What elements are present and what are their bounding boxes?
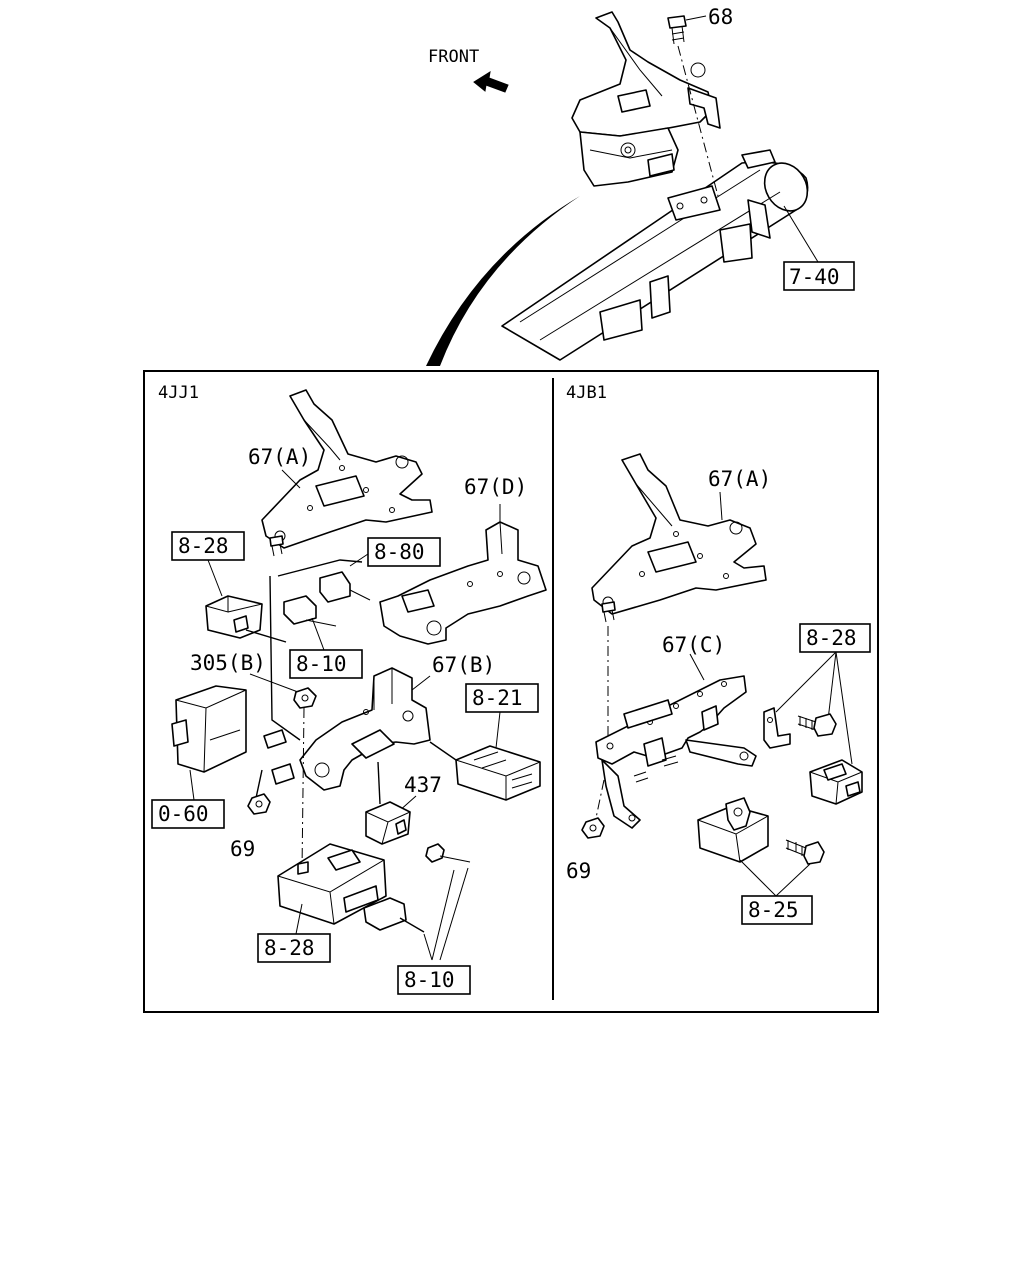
top-ecu-bracket bbox=[571, 11, 721, 187]
front-arrow-icon bbox=[473, 70, 509, 93]
bolt-8-25 bbox=[785, 839, 825, 865]
ref-box-8-80[interactable] bbox=[367, 537, 441, 567]
callout-67a-4jj1: 67(A) bbox=[248, 445, 311, 469]
ref-box-7-40[interactable] bbox=[783, 261, 855, 291]
bolt-8-28-4jb1 bbox=[797, 713, 837, 737]
ref-box-8-28-top[interactable] bbox=[171, 531, 245, 561]
ref-box-0-60[interactable] bbox=[151, 799, 225, 829]
bolt-68 bbox=[667, 15, 719, 197]
bracket-67d bbox=[379, 521, 547, 645]
callout-67d: 67(D) bbox=[464, 475, 527, 499]
callout-69-4jj1: 69 bbox=[230, 837, 255, 861]
connector-8-10-bottom bbox=[363, 897, 425, 933]
callout-69-4jb1: 69 bbox=[566, 859, 591, 883]
ref-8-21: 8-21 bbox=[472, 686, 523, 710]
bolt-under-67a bbox=[269, 535, 284, 557]
detail-panel bbox=[143, 370, 879, 1013]
section-4jj1: 67(A) 67(D) 8-28 8-80 bbox=[151, 389, 547, 995]
detail-leader-curve bbox=[426, 196, 580, 366]
unit-8-25 bbox=[697, 797, 769, 863]
callout-67a-4jb1: 67(A) bbox=[708, 467, 771, 491]
connector-8-21 bbox=[455, 745, 541, 801]
bracket-67a-4jb1 bbox=[591, 453, 767, 615]
ref-8-28-top: 8-28 bbox=[178, 534, 229, 558]
front-label: FRONT bbox=[428, 47, 479, 67]
ref-8-80: 8-80 bbox=[374, 540, 425, 564]
ecu-0-60 bbox=[171, 685, 247, 773]
section-4jb1: 67(A) 67(C) bbox=[566, 453, 871, 925]
callout-67b: 67(B) bbox=[432, 653, 495, 677]
sensor-437 bbox=[365, 801, 411, 845]
ref-7-40: 7-40 bbox=[789, 265, 840, 289]
section-label-4jj1: 4JJ1 bbox=[158, 383, 199, 403]
callout-68: 68 bbox=[708, 5, 733, 29]
relay-8-28-top bbox=[205, 595, 263, 639]
connector-8-80 bbox=[319, 571, 371, 603]
ref-box-8-25[interactable] bbox=[741, 895, 813, 925]
clip-group-4jj1 bbox=[255, 729, 295, 799]
ref-8-28-4jb1: 8-28 bbox=[806, 626, 857, 650]
bracket-67a bbox=[261, 389, 433, 549]
section-label-4jb1: 4JB1 bbox=[566, 383, 607, 403]
ref-8-28-bottom: 8-28 bbox=[264, 936, 315, 960]
crossmember-tube bbox=[501, 149, 809, 361]
ref-box-8-28-4jb1[interactable] bbox=[799, 623, 871, 653]
ref-0-60: 0-60 bbox=[158, 802, 209, 826]
bracket-67b bbox=[299, 667, 431, 791]
bracket-67c bbox=[595, 675, 757, 829]
nut-305b bbox=[293, 687, 317, 871]
top-assembly: FRONT bbox=[426, 5, 855, 366]
bolt-under-67a-4jb1 bbox=[601, 601, 616, 736]
ecu-8-28-bottom bbox=[277, 843, 387, 925]
plug-small bbox=[425, 843, 471, 863]
ref-box-8-21[interactable] bbox=[465, 683, 539, 713]
callout-67c: 67(C) bbox=[662, 633, 725, 657]
ref-box-8-28-bottom[interactable] bbox=[257, 933, 331, 963]
nut-69-4jj1 bbox=[247, 793, 271, 815]
ref-8-10-bottom: 8-10 bbox=[404, 968, 455, 992]
ref-box-8-10-mid[interactable] bbox=[289, 649, 363, 679]
clip-8-28-4jb1 bbox=[763, 707, 791, 749]
ref-8-10-mid: 8-10 bbox=[296, 652, 347, 676]
callout-305b: 305(B) bbox=[190, 651, 266, 675]
connector-8-10-mid bbox=[283, 595, 337, 627]
callout-437: 437 bbox=[404, 773, 442, 797]
nut-69-4jb1 bbox=[581, 779, 605, 839]
relay-8-28-4jb1 bbox=[809, 759, 863, 805]
ref-box-8-10-bottom[interactable] bbox=[397, 965, 471, 995]
ref-8-25: 8-25 bbox=[748, 898, 799, 922]
